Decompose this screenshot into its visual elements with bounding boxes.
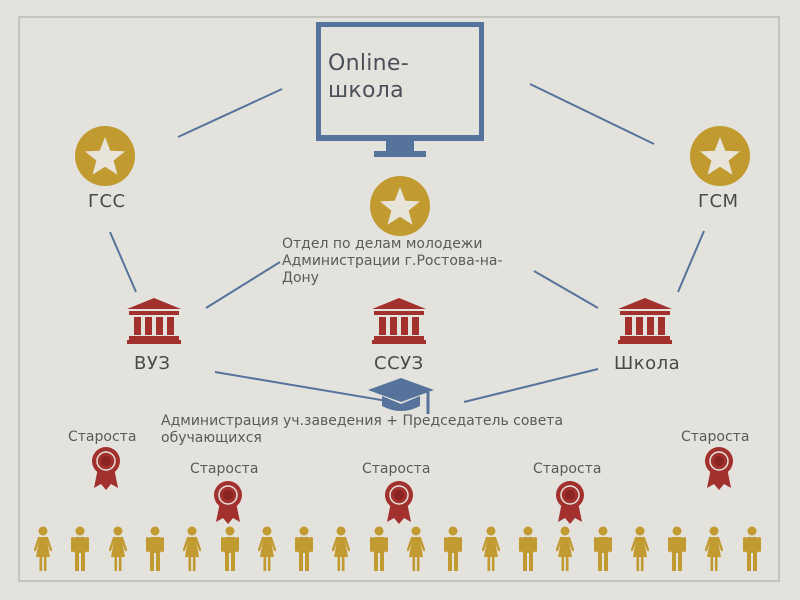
female-person-icon <box>257 526 276 572</box>
department-label: Отдел по делам молодежи Администрации г.… <box>282 236 503 287</box>
gsm-star-icon <box>689 125 751 187</box>
gss-star-icon <box>74 125 136 187</box>
department-line2: Администрации г.Ростова-на- <box>282 253 503 269</box>
award-ribbon-icon <box>213 480 243 524</box>
starosta-label-4: Староста <box>533 461 602 477</box>
ssuz-building-icon <box>372 298 426 344</box>
female-person-icon <box>108 526 127 572</box>
male-person-icon <box>369 526 388 572</box>
female-person-icon <box>556 526 575 572</box>
female-person-icon <box>332 526 351 572</box>
gss-label: ГСС <box>88 191 126 212</box>
department-line3: Дону <box>282 270 319 286</box>
online-school-label: Online- школа <box>328 50 409 104</box>
link-gsm-school <box>677 230 705 293</box>
ssuz-label: ССУЗ <box>374 353 424 374</box>
students-row <box>28 526 788 572</box>
administration-label: Администрация уч.заведения + Председател… <box>161 413 563 447</box>
vuz-label: ВУЗ <box>134 353 171 374</box>
monitor-icon <box>316 22 484 157</box>
male-person-icon <box>593 526 612 572</box>
award-ribbon-icon <box>704 446 734 490</box>
link-department-vuz <box>205 261 281 309</box>
award-ribbon-icon <box>91 446 121 490</box>
link-school-admin <box>463 368 599 403</box>
male-person-icon <box>220 526 239 572</box>
school-building-icon <box>618 298 672 344</box>
slide-frame <box>18 16 780 582</box>
female-person-icon <box>34 526 52 572</box>
link-monitor-gsm <box>529 83 655 145</box>
male-person-icon <box>295 526 314 572</box>
female-person-icon <box>407 526 425 572</box>
link-department-school <box>533 270 599 309</box>
starosta-label-2: Староста <box>190 461 259 477</box>
online-school-line1: Online- <box>328 51 410 76</box>
link-gss-vuz <box>109 231 137 293</box>
graduation-cap-icon <box>368 378 434 414</box>
male-person-icon <box>668 526 687 572</box>
male-person-icon <box>742 526 761 572</box>
female-person-icon <box>183 526 202 572</box>
starosta-label-3: Староста <box>362 461 431 477</box>
administration-line1: Администрация уч.заведения + Председател… <box>161 413 564 429</box>
starosta-label-5: Староста <box>681 429 750 445</box>
school-label: Школа <box>614 353 681 374</box>
gsm-label: ГСМ <box>698 191 739 212</box>
vuz-building-icon <box>127 298 181 344</box>
male-person-icon <box>71 526 90 572</box>
link-gss-monitor <box>177 88 283 138</box>
link-vuz-admin <box>214 371 394 403</box>
male-person-icon <box>444 526 463 572</box>
female-person-icon <box>705 526 724 572</box>
online-school-line2: школа <box>328 78 404 103</box>
female-person-icon <box>481 526 500 572</box>
female-person-icon <box>630 526 649 572</box>
male-person-icon <box>145 526 164 572</box>
starosta-label-1: Староста <box>68 429 137 445</box>
department-star-icon <box>369 175 431 237</box>
award-ribbon-icon <box>555 480 585 524</box>
administration-line2: обучающихся <box>161 430 262 446</box>
award-ribbon-icon <box>384 480 414 524</box>
department-line1: Отдел по делам молодежи <box>282 236 483 252</box>
male-person-icon <box>518 526 537 572</box>
